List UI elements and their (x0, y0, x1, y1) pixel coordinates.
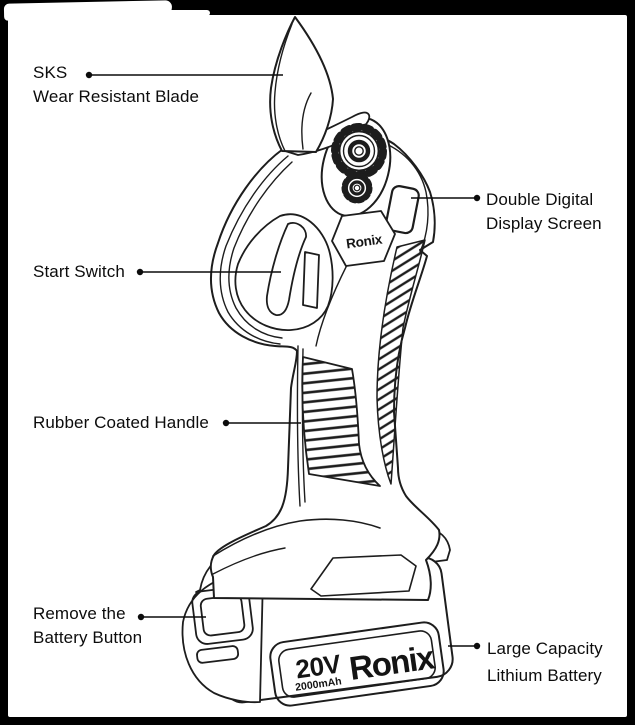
boot-hex-plate (310, 554, 417, 597)
callout-rubber-handle-line1: Rubber Coated Handle (33, 413, 209, 432)
scan-artifact-streak (150, 10, 210, 16)
large-gear-axle (354, 146, 364, 156)
callout-start-switch: Start Switch (33, 260, 125, 284)
callout-battery: Large Capacity Lithium Battery (487, 635, 603, 689)
battery-voltage-text: 20V (294, 648, 344, 684)
callout-display-line1: Double Digital (486, 190, 594, 209)
large-gear-hub (347, 139, 371, 163)
leader-battery (448, 642, 481, 650)
start-switch-lever (265, 222, 307, 316)
callout-blade-line2: Wear Resistant Blade (33, 87, 200, 106)
callout-battery-button-line1: Remove the (33, 604, 126, 623)
leader-lines (85, 71, 481, 650)
blade-bevel-line (273, 23, 293, 152)
callout-display-line2: Display Screen (486, 214, 602, 233)
handle-rim-line-1 (296, 345, 301, 507)
screen-panel-curve (381, 141, 429, 253)
small-gear-axle (353, 184, 361, 192)
callout-battery-button-line2: Battery Button (33, 628, 143, 647)
blade-inner-line (301, 92, 312, 150)
large-gear-ring (342, 134, 376, 168)
trigger-slot (302, 251, 320, 309)
brand-badge: Ronix (331, 210, 396, 267)
callout-start-switch-line1: Start Switch (33, 262, 125, 281)
gear-assembly (331, 123, 387, 204)
boot-crease-upper (212, 518, 381, 557)
callout-rubber-handle: Rubber Coated Handle (33, 411, 209, 435)
small-gear-hub (349, 180, 365, 196)
callout-battery-line2: Lithium Battery (487, 666, 602, 685)
callout-battery-button: Remove the Battery Button (33, 602, 142, 650)
trigger-opening (234, 213, 334, 331)
small-gear-teeth (341, 172, 373, 204)
callout-blade: SKS Wear Resistant Blade (33, 61, 199, 109)
leader-display (411, 194, 481, 202)
display-screen-outline (384, 185, 420, 235)
battery-button-lip (196, 645, 240, 664)
large-gear-body (338, 130, 380, 172)
boot-crease-lower (212, 547, 286, 575)
badge-brand-text: Ronix (345, 231, 384, 251)
battery-label-plate: 20V 2000mAh Ronix (269, 621, 445, 707)
rib-bands (301, 239, 426, 487)
callout-battery-line1: Large Capacity (487, 639, 603, 658)
callout-display-screen: Double Digital Display Screen (486, 188, 602, 236)
leader-blade (85, 71, 283, 79)
leader-handle (222, 419, 301, 427)
shoulder-rib-band (376, 239, 426, 485)
blade (269, 16, 334, 153)
loop-contour-inner (228, 161, 293, 339)
badge-hexagon (331, 210, 396, 267)
callout-blade-line1: SKS (33, 63, 68, 82)
body-crease-left (315, 264, 348, 347)
blade-outline (269, 16, 334, 153)
leader-start-switch (136, 268, 281, 276)
leader-battery-button (137, 613, 206, 621)
grip-rib-band (301, 356, 381, 487)
